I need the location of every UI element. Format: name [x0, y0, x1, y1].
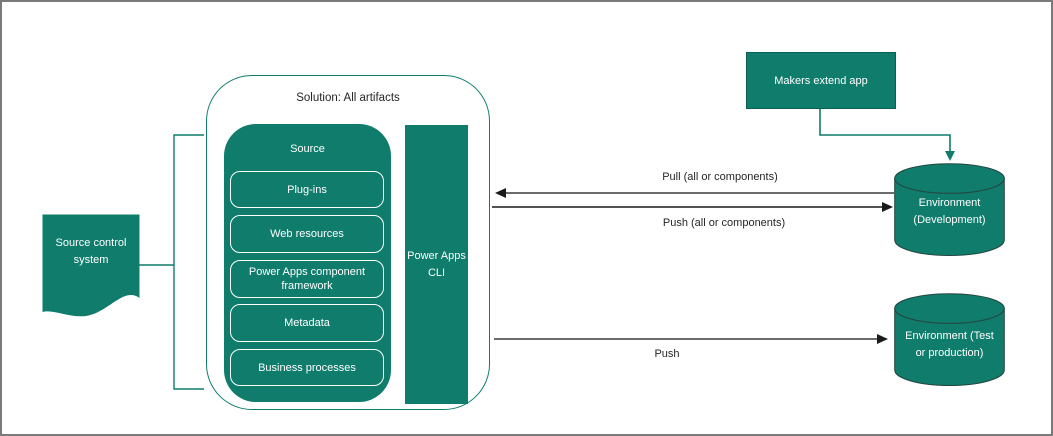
environment-test-label: Environment (Test or production) [905, 330, 994, 359]
source-item-plugins: Plug-ins [230, 171, 384, 208]
source-item-web-resources: Web resources [230, 215, 384, 253]
push-bottom-arrow-head-icon [877, 334, 888, 344]
source-group: Source Plug-ins Web resources Power Apps… [224, 124, 391, 402]
source-item-business-processes: Business processes [230, 349, 384, 386]
bracket-connector [173, 134, 204, 390]
power-apps-cli-bar: Power Apps CLI [405, 125, 468, 404]
source-control-label: Source control system [55, 237, 127, 266]
environment-development-label: Environment (Development) [913, 197, 986, 226]
cylinder-body-icon [894, 178, 1005, 256]
document-shape-icon [42, 214, 140, 317]
cylinder-top-icon [894, 293, 1005, 324]
pull-arrow-head-icon [495, 188, 506, 198]
solution-title: Solution: All artifacts [296, 92, 400, 104]
push-bottom-arrow-label: Push [654, 348, 680, 360]
environment-test-cylinder [894, 293, 1005, 386]
makers-connector-line [819, 109, 951, 152]
source-group-title: Source [290, 143, 325, 155]
environment-development-cylinder [894, 163, 1005, 256]
source-item-component-framework: Power Apps component framework [230, 260, 384, 298]
push-arrow-head-icon [882, 202, 893, 212]
pull-arrow-label: Pull (all or components) [662, 171, 778, 183]
makers-connector-arrowhead [945, 151, 955, 161]
push-arrow-label: Push (all or components) [662, 217, 786, 229]
cylinder-body-icon [894, 308, 1005, 386]
source-control-shape [42, 214, 140, 317]
makers-extend-app-box: Makers extend app [746, 52, 896, 109]
cylinder-top-icon [894, 163, 1005, 194]
source-item-metadata: Metadata [230, 304, 384, 342]
